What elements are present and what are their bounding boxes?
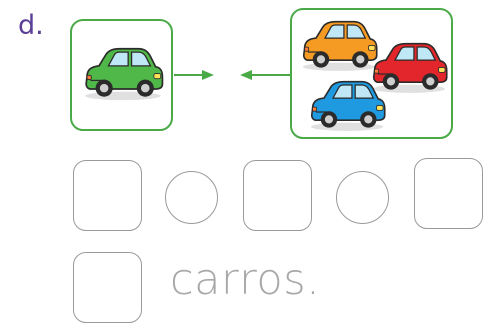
answer-box-3[interactable] [414, 158, 483, 229]
car-icon [306, 74, 388, 132]
arrow-right-icon [174, 70, 214, 80]
answer-box-total[interactable] [73, 252, 142, 323]
image-card-right [290, 8, 453, 139]
arrows-connector [174, 70, 290, 80]
operator-circle-1[interactable] [165, 171, 218, 224]
answer-word: carros. [170, 255, 321, 305]
image-card-left [70, 19, 173, 131]
arrow-left-icon [240, 70, 290, 80]
answer-box-1[interactable] [73, 160, 142, 231]
answer-box-2[interactable] [243, 160, 312, 231]
exercise-letter: d. [18, 10, 44, 41]
operator-circle-2[interactable] [336, 171, 389, 224]
car-icon [80, 41, 166, 101]
